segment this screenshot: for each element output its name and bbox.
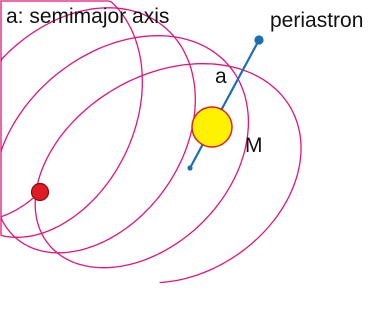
periastron-label: periastron (270, 8, 363, 34)
periastron-point (254, 35, 263, 44)
central-star-icon (192, 107, 232, 147)
mass-symbol-label: M (245, 133, 263, 159)
semimajor-axis-caption: a: semimajor axis (6, 4, 176, 30)
axis-symbol-label: a (215, 64, 227, 90)
focus-point (187, 165, 192, 170)
planet-icon (32, 184, 49, 201)
